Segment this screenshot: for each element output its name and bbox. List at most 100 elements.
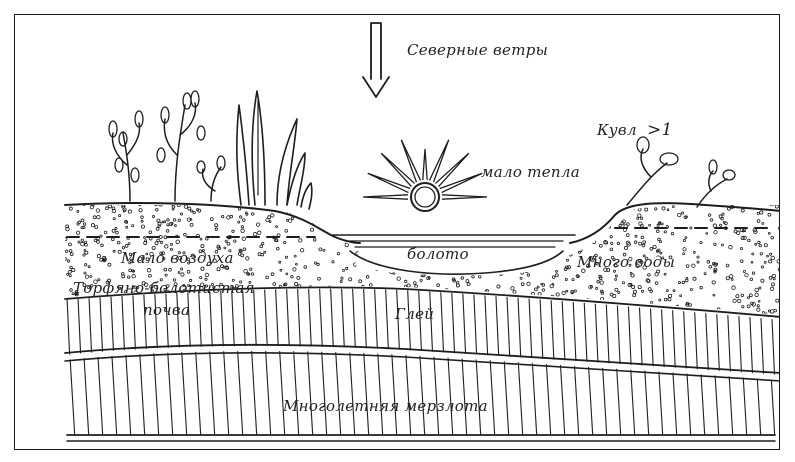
soil-dot [312,310,315,313]
hatch-line [587,340,593,440]
soil-dot [726,264,729,267]
hatch-line [352,275,357,385]
soil-dot [238,221,240,223]
soil-dot [779,204,780,206]
soil-dot [531,218,533,220]
soil-dot [504,212,506,214]
soil-dot [664,298,667,301]
soil-dot [255,297,257,299]
soil-dot [155,242,158,245]
soil-dot [607,215,610,218]
soil-dot [720,224,722,226]
soil-dot [460,306,462,308]
soil-dot [636,307,639,310]
soil-dot [542,284,545,287]
soil-dot [515,208,517,210]
soil-dot [457,311,460,314]
soil-dot [325,211,328,214]
soil-dot [393,261,396,264]
soil-dot [282,314,284,316]
soil-dot [217,268,220,271]
hatch-line [550,275,555,385]
soil-dot [166,230,169,233]
soil-dot [438,269,440,271]
soil-dot [741,209,744,212]
sun-ray [440,173,482,192]
soil-dot [667,209,669,211]
soil-dot [194,310,197,313]
soil-dot [193,299,195,301]
soil-dot [101,303,103,305]
soil-dot [251,213,254,216]
north-winds-label: Северные ветры [407,41,548,59]
soil-dot [241,229,245,233]
soil-dot [751,261,753,263]
soil-dot [257,231,260,234]
soil-dot [473,255,475,257]
soil-dot [743,270,745,272]
soil-dot [658,238,661,241]
soil-dot [671,232,673,234]
soil-dot [542,289,544,291]
soil-dot [537,286,539,288]
soil-dot [759,287,761,289]
soil-dot [365,306,368,309]
soil-dot [615,278,617,280]
soil-dot [596,287,598,289]
soil-dot [315,262,317,264]
soil-dot [770,253,772,255]
soil-dot [608,226,610,228]
surface-line-right [570,203,780,243]
soil-dot [193,211,195,213]
soil-dot [525,310,527,312]
soil-dot [363,261,366,264]
soil-dot [693,251,695,253]
soil-dot [136,302,138,304]
soil-dot [67,273,69,275]
soil-dot [550,284,553,287]
hatch-line [770,275,775,385]
soil-dot [323,249,325,251]
hatch-line [321,340,327,440]
soil-dot [405,280,407,282]
soil-dot [613,294,616,297]
soil-dot [85,264,87,266]
soil-dot [744,202,746,204]
soil-dot [84,272,86,274]
soil-dot [333,231,335,233]
soil-dot [410,210,412,212]
soil-dot [85,241,87,243]
soil-dot [374,210,376,212]
soil-dot [729,245,732,248]
soil-dot [514,256,516,258]
soil-dot [771,236,774,239]
soil-dot [565,224,568,227]
soil-dot [273,283,276,286]
soil-dot [637,217,639,219]
soil-dot [294,282,297,285]
soil-dot [770,310,774,314]
soil-dot [662,316,665,319]
hatch-line [433,340,439,440]
soil-dot [500,309,503,312]
soil-dot [291,276,293,278]
soil-dot [332,261,334,263]
soil-dot [431,224,434,227]
sun-ray [442,195,487,199]
hatch-line [748,275,753,385]
soil-dot [761,266,763,268]
soil-dot [137,307,140,310]
soil-dot [400,252,402,254]
soil-dot [359,226,362,229]
wind-arrow-icon [363,23,389,97]
soil-dot [561,227,564,230]
soil-dot [293,268,296,271]
soil-dot [524,256,526,258]
soil-dot [466,280,469,283]
soil-dot [571,292,573,294]
soil-dot [100,235,102,237]
soil-dot [394,302,396,304]
soil-dot [749,294,752,297]
soil-dot [442,300,444,302]
soil-dot [570,249,573,252]
